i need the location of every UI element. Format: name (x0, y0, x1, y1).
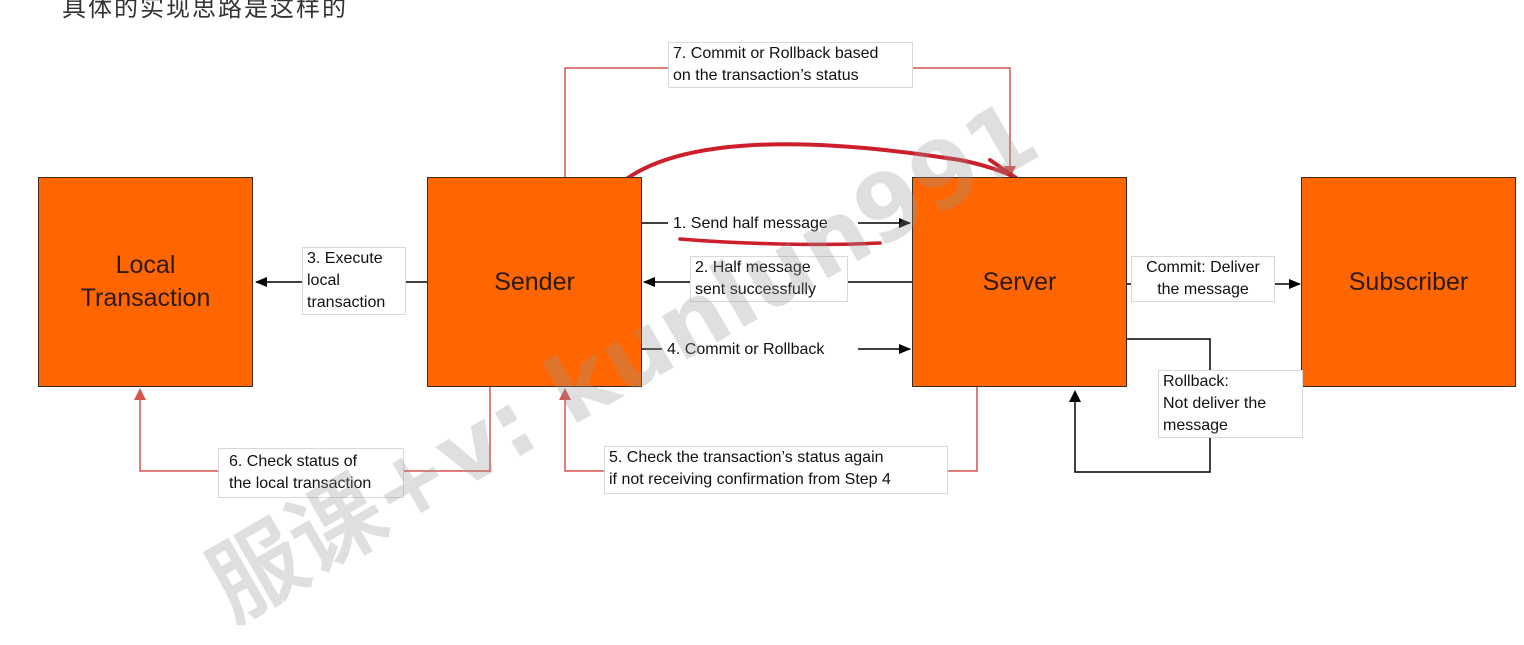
local-transaction-box: Local Transaction (38, 177, 253, 387)
sender-label: Sender (494, 267, 575, 296)
step5-label: 5. Check the transaction’s status again … (604, 446, 948, 494)
handdrawn-arrow-annotation (604, 142, 1018, 200)
rollback-label: Rollback: Not deliver the message (1158, 370, 1303, 438)
local-transaction-label: Local Transaction (80, 251, 211, 312)
commit-label: Commit: Deliver the message (1131, 256, 1275, 302)
step4-label: 4. Commit or Rollback (662, 338, 858, 362)
step2-label: 2. Half message sent successfully (690, 256, 848, 302)
server-label: Server (982, 267, 1057, 296)
step5-arrowhead (559, 388, 571, 400)
header-text: 具体的实现思路是这样的 (62, 0, 348, 22)
sender-box: Sender (427, 177, 642, 387)
step3-label: 3. Execute local transaction (302, 247, 406, 315)
diagram-canvas: 具体的实现思路是这样的 (38, 0, 1516, 641)
step6-arrowhead (134, 388, 146, 400)
subscriber-box: Subscriber (1301, 177, 1516, 387)
step1-label: 1. Send half message (668, 212, 858, 236)
server-box: Server (912, 177, 1127, 387)
handdrawn-underline-annotation (678, 237, 882, 247)
rollback-arrowhead (1069, 390, 1081, 402)
subscriber-label: Subscriber (1348, 267, 1469, 296)
rollback-connector (1074, 338, 1211, 473)
step6-label: 6. Check status of the local transaction (218, 448, 404, 498)
step7-label: 7. Commit or Rollback based on the trans… (668, 42, 913, 88)
